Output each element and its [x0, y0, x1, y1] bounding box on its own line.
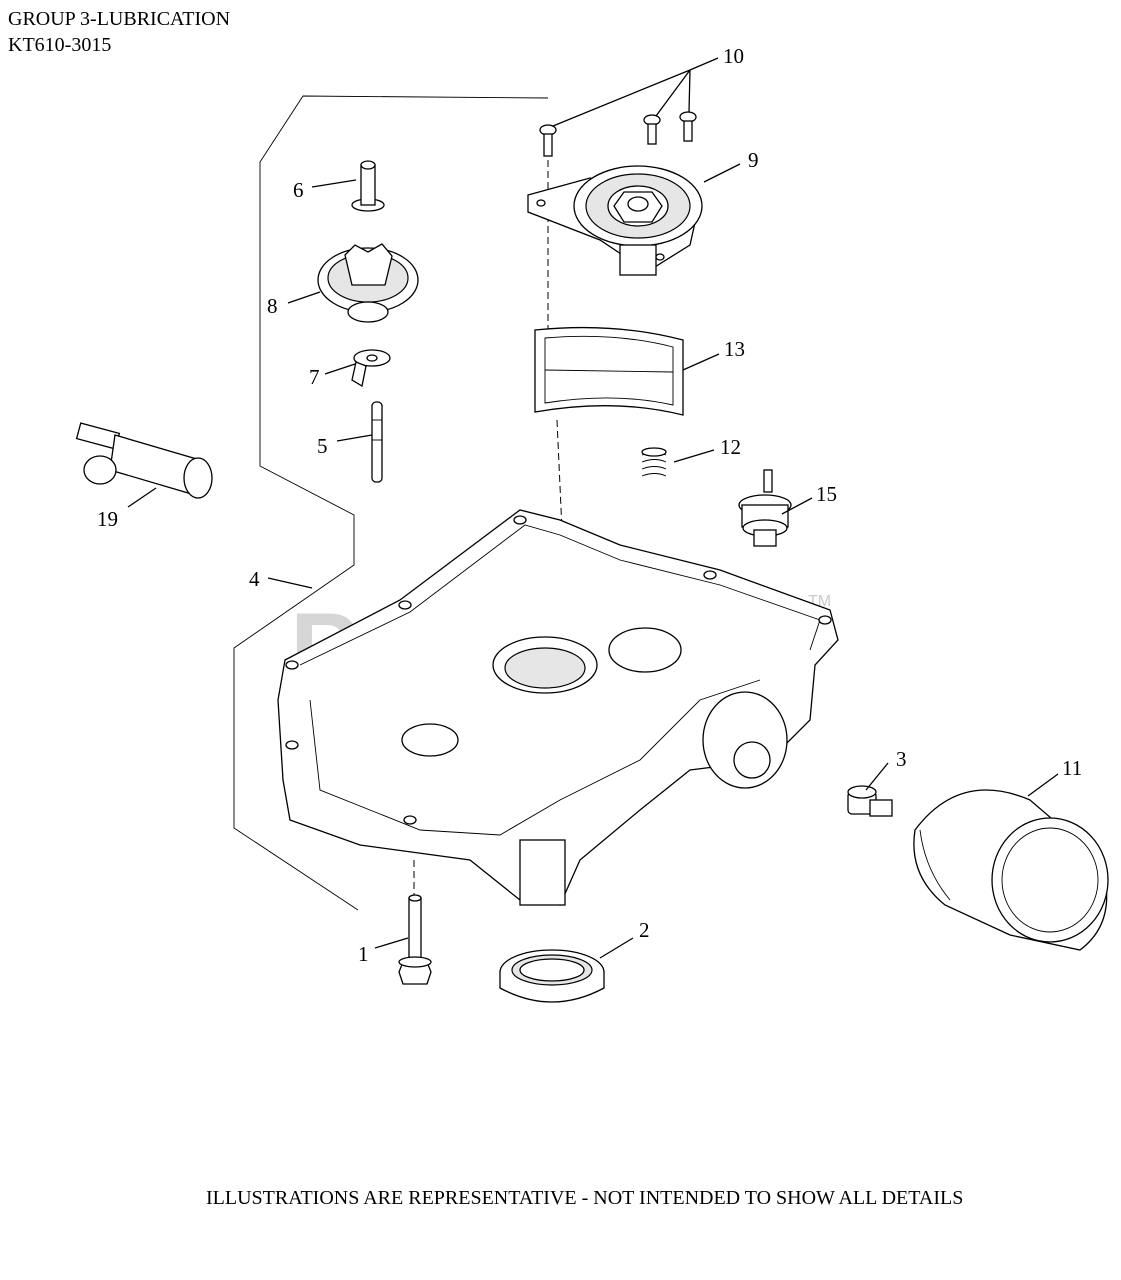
leader-8	[287, 291, 321, 304]
callout-4: 4	[249, 567, 260, 591]
group-title: GROUP 3-LUBRICATION	[8, 8, 231, 30]
part-governor-gear[interactable]	[317, 243, 419, 323]
callout-5: 5	[317, 434, 328, 458]
callout-10: 10	[723, 44, 744, 68]
group-boundary-line	[233, 95, 549, 911]
model-number: KT610-3015	[8, 34, 112, 56]
part-oil-screen[interactable]	[534, 326, 684, 416]
leader-3	[865, 762, 889, 791]
callout-1: 1	[358, 942, 369, 966]
leader-12	[673, 449, 715, 463]
callout-15: 15	[816, 482, 837, 506]
disclaimer-note: ILLUSTRATIONS ARE REPRESENTATIVE - NOT I…	[206, 1187, 964, 1209]
part-screw[interactable]	[539, 111, 697, 157]
leader-6	[311, 179, 357, 188]
part-oil-pan[interactable]	[277, 509, 839, 906]
leader-15	[781, 497, 813, 515]
part-fitting[interactable]	[75, 422, 213, 499]
leader-19	[127, 487, 157, 508]
callout-19: 19	[97, 507, 118, 531]
diagram-header: GROUP 3-LUBRICATION KT610-3015	[8, 6, 230, 58]
callout-8: 8	[267, 294, 278, 318]
leader-7	[324, 363, 356, 375]
callout-2: 2	[639, 918, 650, 942]
part-oil-filter[interactable]	[913, 789, 1109, 951]
leader-2	[599, 937, 634, 959]
leader-4	[267, 577, 313, 589]
leader-1	[374, 937, 409, 949]
callout-13: 13	[724, 337, 745, 361]
part-spring[interactable]	[641, 447, 667, 477]
callout-9: 9	[748, 148, 759, 172]
callout-6: 6	[293, 178, 304, 202]
part-pin-6[interactable]	[351, 160, 385, 212]
part-clip[interactable]	[351, 349, 391, 388]
leader-11	[1027, 773, 1059, 797]
leader-13	[682, 353, 720, 371]
part-plug[interactable]	[847, 785, 893, 817]
callout-7: 7	[309, 365, 320, 389]
leader-5	[336, 434, 373, 442]
leader-10	[552, 57, 719, 127]
callout-12: 12	[720, 435, 741, 459]
part-shaft[interactable]	[371, 401, 383, 483]
part-pressure-switch[interactable]	[738, 469, 792, 547]
callout-11: 11	[1062, 756, 1082, 780]
part-bolt[interactable]	[398, 894, 432, 985]
part-oil-seal[interactable]	[499, 949, 605, 1003]
callout-3: 3	[896, 747, 907, 771]
leader-9	[703, 163, 741, 183]
part-oil-pump[interactable]	[527, 165, 703, 276]
